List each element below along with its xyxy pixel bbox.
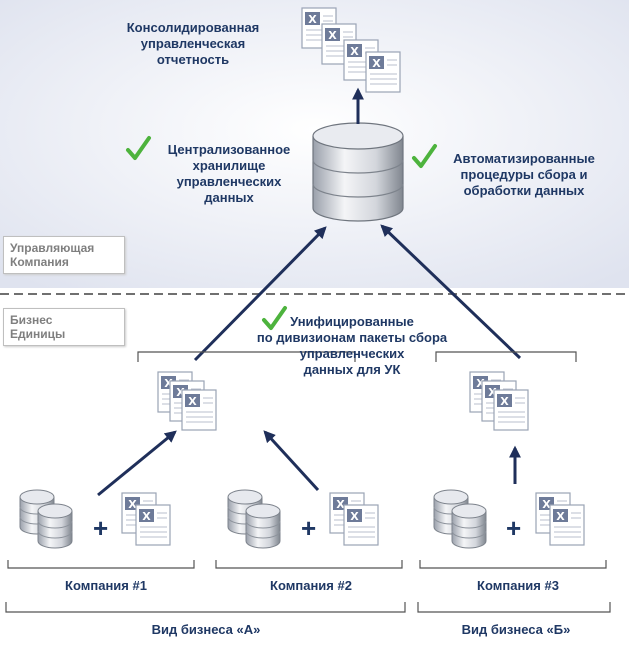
package-a-bracket (137, 351, 356, 362)
business-type-b-label: Вид бизнеса «Б» (461, 622, 571, 637)
business-zone-background (0, 300, 629, 647)
company3-label: Компания #3 (477, 578, 559, 593)
business-units-box: Бизнес Единицы (3, 308, 125, 346)
company1-label: Компания #1 (65, 578, 147, 593)
automated-procedures-label: Автоматизированные процедуры сбора и обр… (453, 151, 595, 198)
consolidated-reporting-label: Консолидированная управленческая отчетно… (126, 20, 260, 67)
plus-sign-company3: + (506, 513, 522, 543)
package-b-bracket (435, 351, 577, 362)
business-b-bracket (417, 602, 611, 613)
business-type-a-label: Вид бизнеса «А» (151, 622, 261, 637)
business-a-bracket (5, 602, 406, 613)
central-storage-label: Централизованное хранилище управленчески… (167, 142, 291, 205)
arrow-package-a-to-db (193, 226, 327, 362)
plus-sign-company1: + (93, 513, 109, 543)
management-company-box: Управляющая Компания (3, 236, 125, 274)
arrow-company1-to-package (97, 430, 177, 497)
arrow-package-b-to-db (380, 224, 522, 360)
company1-bracket (7, 560, 195, 569)
company3-bracket (419, 560, 607, 569)
central-database-icon (312, 122, 404, 222)
company2-bracket (215, 560, 403, 569)
arrow-company2-to-package (263, 430, 320, 492)
company2-label: Компания #2 (270, 578, 352, 593)
unified-packages-label: Унифицированные по дивизионам пакеты сбо… (256, 314, 448, 377)
plus-sign-company2: + (301, 513, 317, 543)
